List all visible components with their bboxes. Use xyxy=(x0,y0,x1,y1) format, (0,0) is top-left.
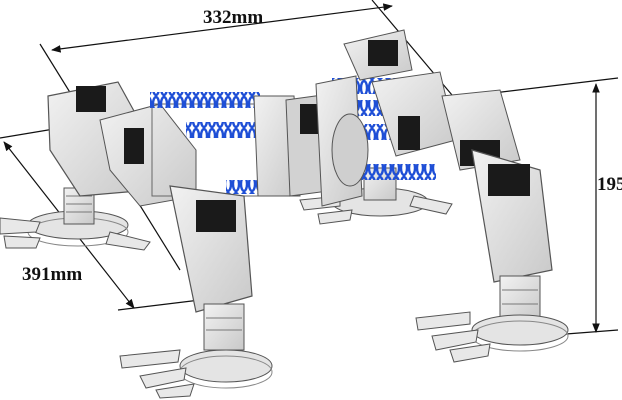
servo-back-left xyxy=(76,86,106,112)
front-frame xyxy=(343,29,521,171)
gripper-front-left xyxy=(119,349,195,399)
spring-7 xyxy=(354,164,436,180)
servo-front-top xyxy=(368,40,398,66)
spring-1 xyxy=(150,92,260,108)
height-dimension-label: 195 xyxy=(597,174,622,195)
spine xyxy=(253,75,369,207)
gripper-back-left xyxy=(0,217,151,251)
gripper-front-right xyxy=(415,311,491,363)
servo-front-right xyxy=(488,164,530,196)
leg-back-left xyxy=(0,187,151,251)
length-dimension-label: 391mm xyxy=(22,264,82,285)
servo-front-left xyxy=(196,200,236,232)
leg-front-left xyxy=(119,185,273,399)
width-dimension-line xyxy=(51,3,393,53)
leg-front-right xyxy=(415,149,569,363)
rear-frame xyxy=(47,81,293,207)
width-dimension-label: 332mm xyxy=(203,7,263,28)
